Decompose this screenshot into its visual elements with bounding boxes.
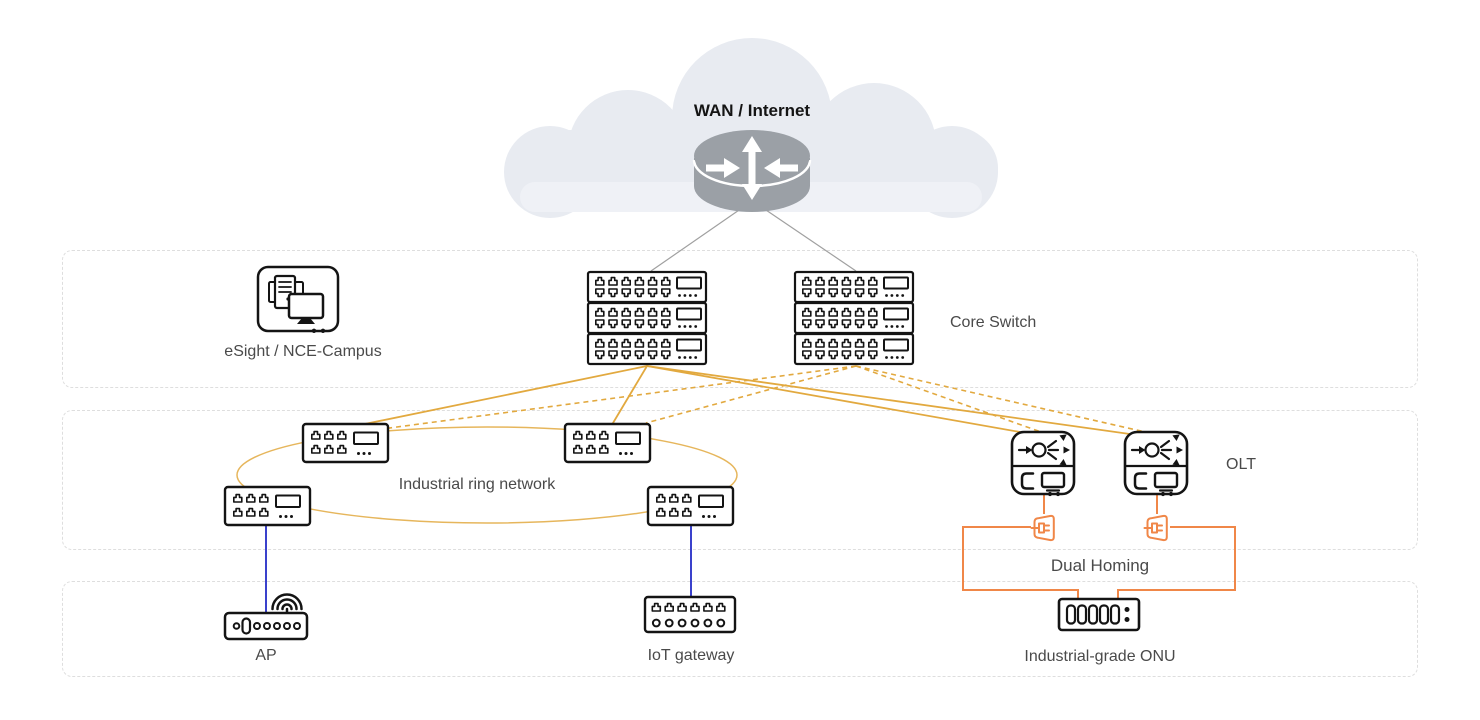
core-switch-label: Core Switch	[950, 314, 1037, 331]
edge-links	[265, 524, 692, 612]
ring-switch-top-left-icon	[303, 424, 388, 462]
olt-1-icon	[1010, 430, 1076, 498]
industrial-ring-link	[236, 426, 738, 524]
industrial-ring-label: Industrial ring network	[398, 476, 556, 493]
onu-icon	[1057, 597, 1141, 632]
core-downlinks	[359, 365, 1155, 437]
esight-label: eSight / NCE-Campus	[224, 343, 382, 360]
ring-switch-bottom-left-icon	[225, 487, 310, 525]
esight-nce-campus-icon	[256, 265, 340, 335]
iot-gateway-icon	[645, 597, 735, 632]
edge-device-row	[62, 581, 1418, 677]
dual-homing-label: Dual Homing	[1050, 556, 1150, 575]
splitter-2-icon	[1143, 514, 1168, 542]
ring-switch-bottom-right-icon	[648, 487, 733, 525]
onu-label: Industrial-grade ONU	[1024, 648, 1176, 665]
dual-homing-links	[962, 493, 1236, 600]
iot-gateway-label: IoT gateway	[647, 647, 735, 664]
wan-links	[650, 207, 857, 272]
ring-switch-top-middle-icon	[565, 424, 650, 462]
core-layer-row	[62, 250, 1418, 388]
core-switch-1-icon	[588, 272, 706, 364]
splitter-1-icon	[1030, 514, 1055, 542]
wan-router-icon	[692, 130, 812, 212]
ap-label: AP	[255, 647, 277, 664]
core-switch-2-icon	[795, 272, 913, 364]
olt-label: OLT	[1226, 456, 1256, 473]
access-layer-row	[62, 410, 1418, 550]
wan-internet-label: WAN / Internet	[693, 101, 811, 120]
olt-2-icon	[1123, 430, 1189, 498]
router-arrows	[706, 136, 798, 200]
